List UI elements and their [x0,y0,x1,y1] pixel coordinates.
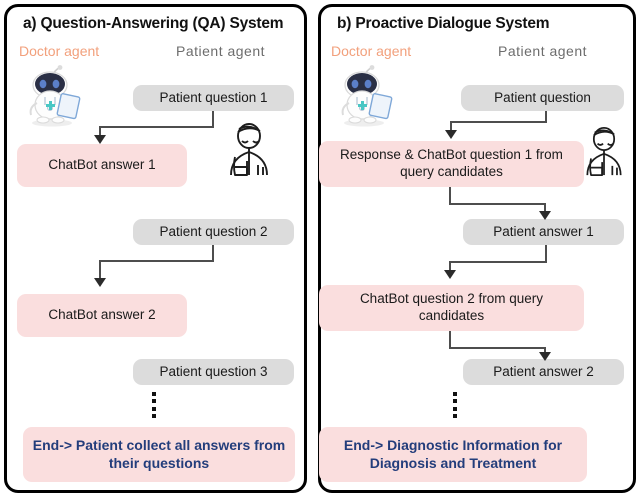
node-patient-question-3[interactable]: Patient question 3 [133,359,294,385]
connector-q2-drop [99,260,101,280]
connector-q1-drop [99,126,101,139]
node-patient-answer-2[interactable]: Patient answer 2 [463,359,624,385]
arrowhead-to-response-1 [445,130,457,139]
panel-b-ellipsis [452,392,457,418]
connector-pa1-left [449,261,547,263]
node-end-qa[interactable]: End-> Patient collect all answers from t… [23,427,295,482]
connector-resp-down [449,187,451,205]
panel-b-title: b) Proactive Dialogue System [337,15,550,32]
node-end-diagnostic[interactable]: End-> Diagnostic Information for Diagnos… [319,427,587,482]
connector-resp-drop [544,203,546,213]
node-chatbot-answer-1[interactable]: ChatBot answer 1 [17,144,187,187]
node-chatbot-question-2[interactable]: ChatBot question 2 from query candidates [319,285,584,331]
connector-pq-down [545,111,547,123]
node-patient-question-2[interactable]: Patient question 2 [133,219,294,245]
connector-pq-left [450,121,547,123]
connector-pa1-drop [449,261,451,272]
panel-a-patient-agent-label: Patient agent [176,43,266,59]
connector-pq-drop [450,121,452,132]
panel-a-title: a) Question-Answering (QA) System [23,15,284,32]
connector-cq2-down [449,331,451,349]
panel-qa-system: a) Question-Answering (QA) System Doctor… [4,4,307,493]
panel-proactive-dialogue-system: b) Proactive Dialogue System Doctor agen… [318,4,636,493]
connector-q1-down [212,111,214,128]
arrowhead-to-answer-2 [94,278,106,287]
arrowhead-to-chatbot-question-2 [444,270,456,279]
arrowhead-to-answer-1 [94,135,106,144]
node-patient-answer-1[interactable]: Patient answer 1 [463,219,624,245]
arrowhead-to-patient-answer-1 [539,211,551,220]
doctor-robot-icon [331,63,397,129]
node-patient-question-1[interactable]: Patient question 1 [133,85,294,111]
panel-a-ellipsis [151,392,156,418]
node-chatbot-answer-2[interactable]: ChatBot answer 2 [17,294,187,337]
connector-cq2-right [449,347,546,349]
patient-person-icon [579,125,629,177]
connector-q1-left [99,126,214,128]
connector-q2-down [212,245,214,262]
panel-a-doctor-agent-label: Doctor agent [19,43,100,59]
arrowhead-to-patient-answer-2 [539,352,551,361]
node-patient-question[interactable]: Patient question [461,85,624,111]
node-response-chatbot-question-1[interactable]: Response & ChatBot question 1 from query… [319,141,584,187]
connector-resp-right [449,203,546,205]
connector-q2-left [99,260,214,262]
patient-person-icon [222,121,276,177]
connector-pa1-down [545,245,547,263]
panel-b-doctor-agent-label: Doctor agent [331,43,412,59]
doctor-robot-icon [19,63,85,129]
panel-b-patient-agent-label: Patient agent [498,43,588,59]
